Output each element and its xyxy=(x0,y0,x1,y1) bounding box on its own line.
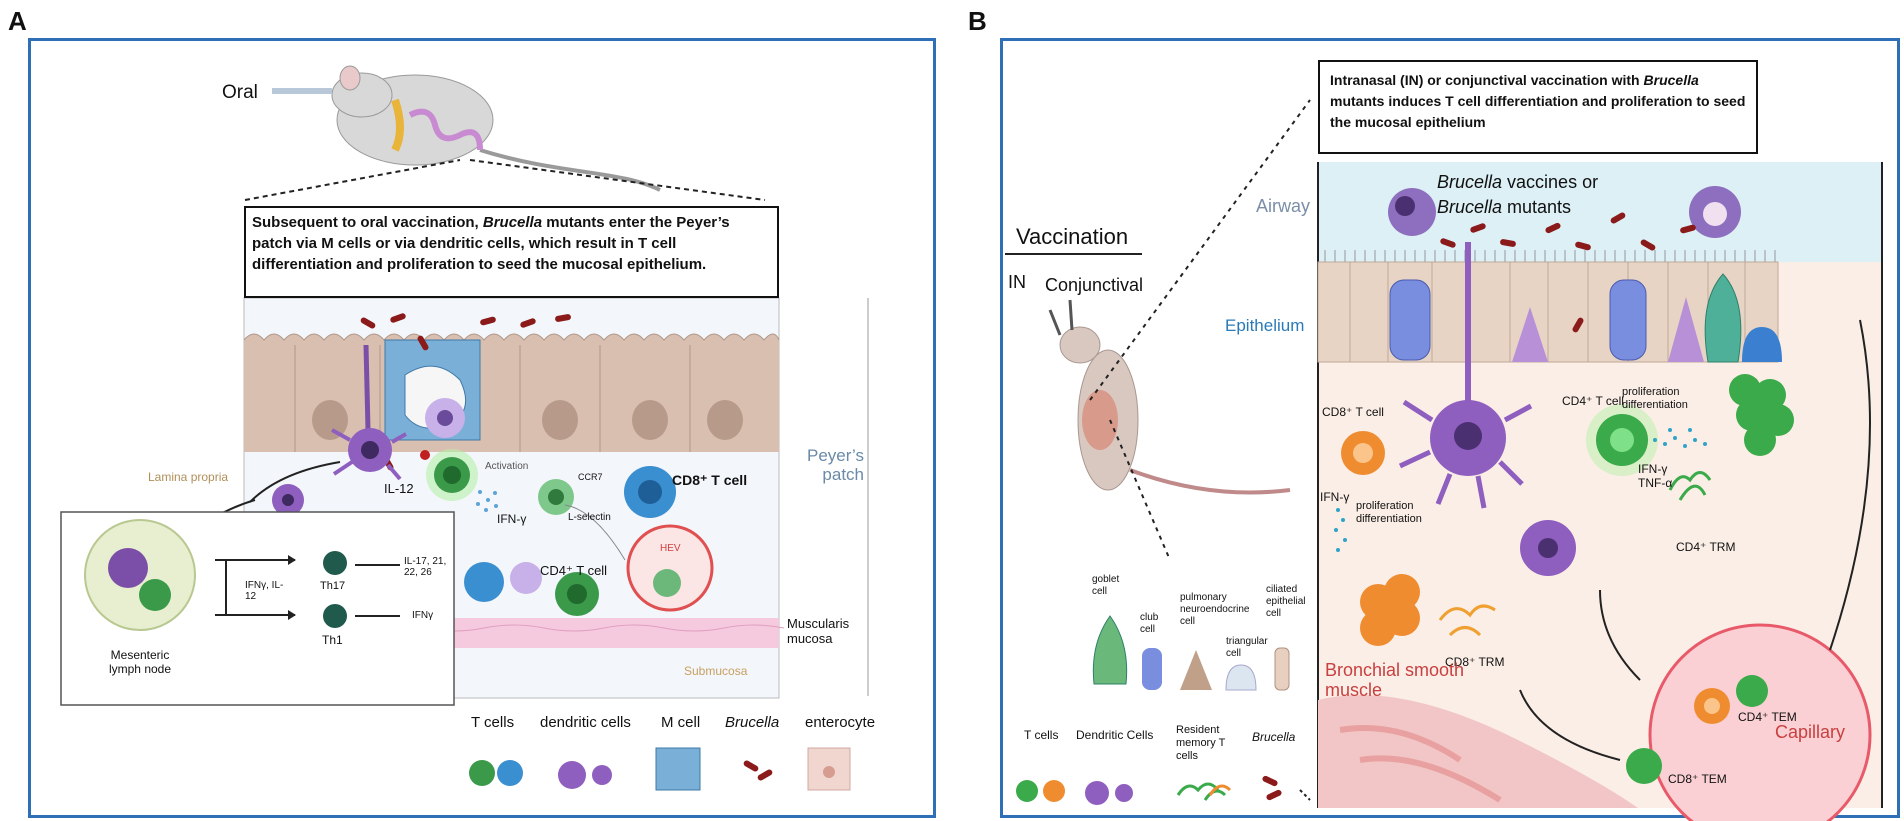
panel-a-caption: Subsequent to oral vaccination, Brucella… xyxy=(244,206,779,298)
bronchial-label: Bronchial smooth muscle xyxy=(1325,660,1465,700)
cd8-tem-label: CD8⁺ TEM xyxy=(1668,772,1727,786)
panel-b-caption: Intranasal (IN) or conjunctival vaccinat… xyxy=(1318,60,1758,154)
l-selectin-label: L-selectin xyxy=(568,512,611,523)
ifn-left-label: IFN-γ xyxy=(1320,490,1350,504)
cell-type-pne: pulmonary neuroendocrine cell xyxy=(1180,592,1250,627)
il17-label: IL-17, 21, 22, 26 xyxy=(404,556,447,578)
peyers-patch-label: Peyer’s patch xyxy=(806,446,864,484)
th1-label: Th1 xyxy=(322,633,343,647)
conjunctival-label: Conjunctival xyxy=(1045,275,1144,295)
legend-a-icons xyxy=(469,747,851,791)
brucella-vaccines-label: Brucella vaccines or Brucella mutants xyxy=(1437,172,1599,217)
cell-type-ciliated: ciliated epithelial cell xyxy=(1266,584,1306,619)
hev-label: HEV xyxy=(660,543,681,554)
il12-label: IL-12 xyxy=(384,481,414,496)
in-label: IN xyxy=(1008,272,1026,292)
legend-b-dendritic: Dendritic Cells xyxy=(1076,728,1154,742)
cd8-label: CD8⁺ T cell xyxy=(672,472,748,488)
legend-a-brucella: Brucella xyxy=(725,714,780,731)
mesenteric-label: Mesenteric lymph node xyxy=(108,648,172,676)
lamina-propria-label: Lamina propria xyxy=(148,470,229,484)
cell-type-goblet: goblet cell xyxy=(1092,574,1120,597)
legend-a-enterocyte: enterocyte xyxy=(805,714,876,731)
rat-vaccination-icon xyxy=(1048,299,1291,495)
enterocyte-layer xyxy=(243,333,780,452)
ifn-tnf-label: IFN-γ TNF-α xyxy=(1638,462,1673,490)
ifn-gamma-label: IFN-γ xyxy=(497,512,527,526)
cd8-trm-label: CD8⁺ TRM xyxy=(1445,655,1505,669)
legend-a-tcells: T cells xyxy=(471,714,515,731)
airway-cell-type-icons xyxy=(1092,615,1290,691)
cd4-trm-label: CD4⁺ TRM xyxy=(1676,540,1736,554)
legend-b-tcells: T cells xyxy=(1024,728,1059,742)
submucosa-label: Submucosa xyxy=(684,664,748,678)
ccr7-label: CCR7 xyxy=(578,472,603,482)
prolif-diff-top-label: proliferation differentiation xyxy=(1622,386,1688,411)
cd4-tem-label: CD4⁺ TEM xyxy=(1738,710,1797,724)
dendritic-cell-icon xyxy=(331,344,407,481)
legend-b-resident: Resident memory T cells xyxy=(1176,724,1226,762)
ifny-label: IFNγ xyxy=(412,610,434,621)
epithelium-label: Epithelium xyxy=(1225,316,1305,335)
panel-a-letter: A xyxy=(8,6,27,36)
cd4-label: CD4⁺ T cell xyxy=(540,563,608,578)
muscularis-label: Muscularis mucosa xyxy=(787,616,850,646)
cd8-t-cell-label: CD8⁺ T cell xyxy=(1322,405,1384,419)
legend-a-mcell: M cell xyxy=(661,714,701,731)
legend-a-dendritic: dendritic cells xyxy=(540,714,631,731)
panel-b-letter: B xyxy=(968,6,987,36)
prolif-diff-left-label: proliferation differentiation xyxy=(1356,500,1422,525)
th17-label: Th17 xyxy=(320,580,346,592)
airway-label: Airway xyxy=(1256,196,1311,216)
ifng-il12-label: IFNγ, IL-12 xyxy=(245,580,284,602)
vaccination-label: Vaccination xyxy=(1016,224,1129,249)
cell-type-club: club cell xyxy=(1140,612,1159,635)
mouse-oral-icon xyxy=(272,65,661,192)
cd4-t-cell-label: CD4⁺ T cell xyxy=(1562,394,1624,408)
legend-b-icons xyxy=(1016,775,1282,805)
lymph-node-icon xyxy=(84,519,196,631)
legend-b-brucella: Brucella xyxy=(1252,730,1296,744)
activation-label: Activation xyxy=(485,461,529,472)
route-oral-label: Oral xyxy=(222,82,258,103)
cell-type-triangular: triangular cell xyxy=(1226,636,1268,659)
capillary-label: Capillary xyxy=(1775,722,1846,742)
